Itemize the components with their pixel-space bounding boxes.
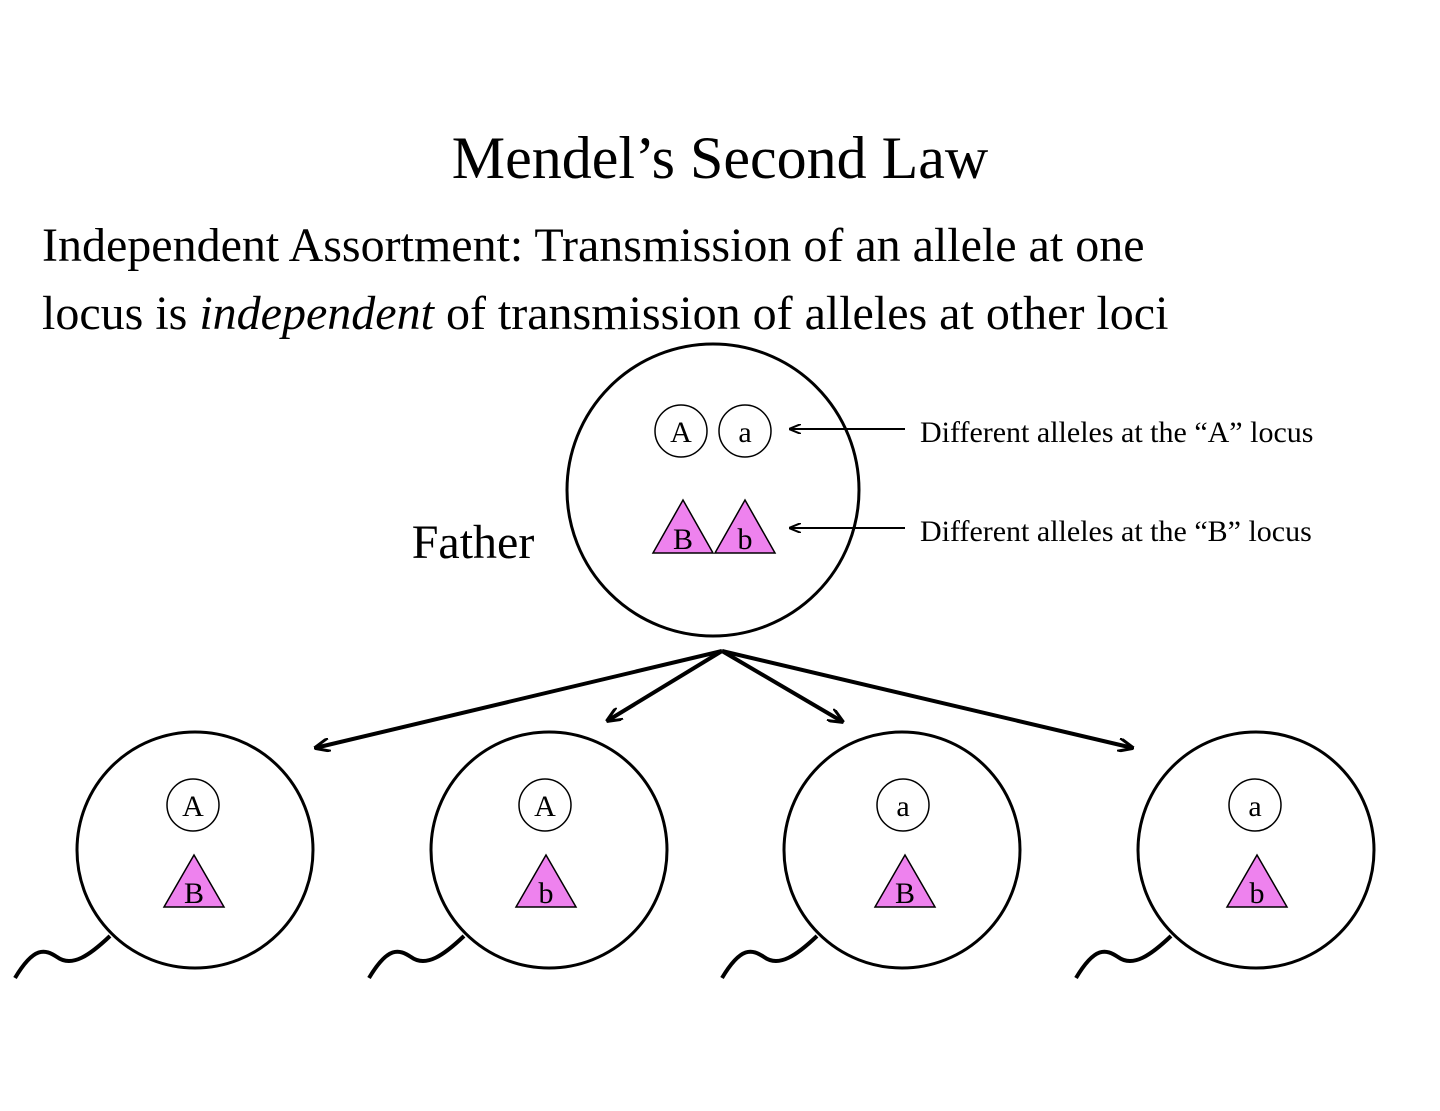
b-locus-allele: B (895, 877, 915, 910)
father-label: Father (412, 516, 535, 569)
definition-line-2-start: locus is (42, 287, 200, 340)
sperm-head (429, 730, 669, 970)
father-allele-b2: b (738, 523, 753, 556)
sperm-tail (367, 934, 466, 980)
a-allele-circle (518, 778, 572, 832)
b-allele-triangle (1225, 853, 1289, 908)
father-allele-triangle-2 (713, 498, 777, 554)
sperm-head (75, 730, 315, 970)
sperm-tail (720, 934, 819, 980)
b-allele-triangle (162, 853, 226, 908)
b-locus-allele: B (184, 877, 204, 910)
father-allele-a2: a (738, 416, 751, 449)
sperm-tail (13, 934, 112, 980)
a-locus-allele: A (534, 790, 556, 823)
father-cell-membrane (565, 342, 861, 638)
arrow-to-gamete-3 (720, 649, 843, 722)
gamete-2: A b (367, 730, 669, 980)
definition-line-2-end: of transmission of alleles at other loci (433, 287, 1169, 340)
a-locus-allele: A (182, 790, 204, 823)
father-cell: A a B b (565, 342, 861, 638)
a-allele-circle (166, 778, 220, 832)
arrow-to-gamete-4 (721, 649, 1133, 748)
b-locus-allele: b (539, 877, 554, 910)
gamete-4: a b (1074, 730, 1376, 980)
a-locus-allele: a (1248, 790, 1261, 823)
sperm-head (1136, 730, 1376, 970)
father-allele-a1: A (670, 416, 692, 449)
b-allele-triangle (873, 853, 937, 908)
a-allele-circle (876, 778, 930, 832)
segregation-arrows (315, 649, 1133, 748)
sperm-tail (1074, 934, 1173, 980)
father-allele-triangle-1 (651, 498, 715, 554)
slide-title: Mendel’s Second Law (451, 125, 989, 191)
arrow-to-gamete-1 (315, 649, 723, 748)
gamete-1: A B (13, 730, 315, 980)
b-locus-allele: b (1250, 877, 1265, 910)
sperm-head (782, 730, 1022, 970)
definition-line-2: locus is independent of transmission of … (42, 290, 1422, 338)
definition-line-1: Independent Assortment: Transmission of … (42, 219, 1145, 272)
b-allele-triangle (514, 853, 578, 908)
a-allele-circle (1228, 778, 1282, 832)
father-allele-circle-2 (718, 404, 772, 458)
father-allele-circle-1 (654, 404, 708, 458)
arrow-to-gamete-2 (607, 649, 724, 721)
b-locus-annotation: Different alleles at the “B” locus (920, 515, 1312, 548)
gamete-3: a B (720, 730, 1022, 980)
a-locus-annotation: Different alleles at the “A” locus (920, 416, 1313, 449)
father-allele-b1: B (673, 523, 693, 556)
a-locus-allele: a (896, 790, 909, 823)
definition-emphasis: independent (199, 287, 434, 340)
